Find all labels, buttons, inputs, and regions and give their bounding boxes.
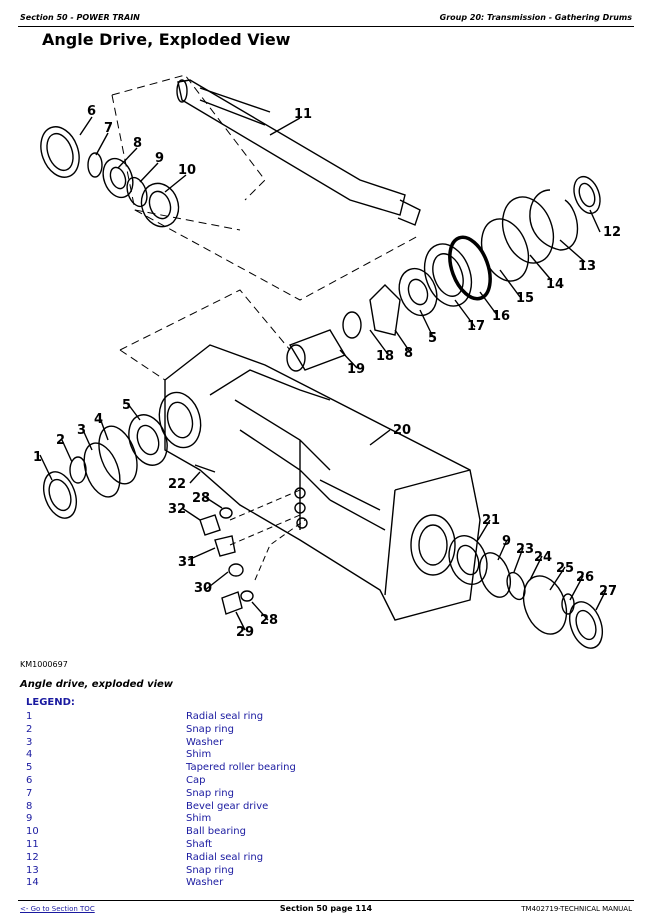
callout-3: 3 bbox=[77, 423, 86, 438]
callout-28b: 28 bbox=[260, 613, 278, 628]
section-toc-link[interactable]: <- Go to Section TOC bbox=[20, 905, 95, 913]
legend-item: 4 Shim bbox=[26, 749, 426, 762]
legend-number: 8 bbox=[26, 800, 33, 812]
legend-number: 11 bbox=[26, 838, 39, 850]
legend-number: 14 bbox=[26, 877, 39, 889]
legend-part-name: Cap bbox=[186, 774, 206, 786]
callout-31: 31 bbox=[178, 555, 196, 570]
callout-8b: 8 bbox=[404, 346, 413, 361]
callout-12: 12 bbox=[603, 225, 621, 240]
callout-6: 6 bbox=[87, 104, 96, 119]
legend-heading: LEGEND: bbox=[26, 697, 75, 708]
legend-number: 6 bbox=[26, 774, 33, 786]
page-title: Angle Drive, Exploded View bbox=[42, 30, 291, 49]
legend-number: 13 bbox=[26, 864, 39, 876]
legend-part-name: Bevel gear drive bbox=[186, 800, 269, 812]
legend-part-name: Tapered roller bearing bbox=[186, 762, 296, 774]
callout-5a: 5 bbox=[428, 331, 437, 346]
callout-labels: 6 7 8 9 10 11 12 13 14 15 16 17 5 8 18 1… bbox=[33, 104, 621, 640]
legend-part-name: Shim bbox=[186, 813, 212, 825]
legend-item: 7 Snap ring bbox=[26, 788, 426, 801]
legend-item: 11 Shaft bbox=[26, 839, 426, 852]
callout-11: 11 bbox=[294, 107, 312, 122]
callout-13: 13 bbox=[578, 259, 596, 274]
callout-32: 32 bbox=[168, 502, 186, 517]
callout-8: 8 bbox=[133, 136, 142, 151]
legend-number: 7 bbox=[26, 787, 33, 799]
callout-26: 26 bbox=[576, 570, 594, 585]
footer-rule bbox=[18, 900, 634, 901]
legend-part-name: Snap ring bbox=[186, 723, 234, 735]
callout-1: 1 bbox=[33, 450, 42, 465]
legend-item: 5 Tapered roller bearing bbox=[26, 762, 426, 775]
group-label: Group 20: Transmission - Gathering Drums bbox=[439, 13, 632, 22]
legend-item: 9 Shim bbox=[26, 813, 426, 826]
legend-number: 2 bbox=[26, 723, 33, 735]
callout-29: 29 bbox=[236, 625, 254, 640]
legend-item: 10 Ball bearing bbox=[26, 826, 426, 839]
legend-part-name: Washer bbox=[186, 877, 224, 889]
callout-9b: 9 bbox=[502, 534, 511, 549]
callout-22: 22 bbox=[168, 477, 186, 492]
figure-id: KM1000697 bbox=[20, 660, 68, 669]
legend-part-name: Washer bbox=[186, 736, 224, 748]
figure-caption: Angle drive, exploded view bbox=[20, 679, 174, 690]
legend-part-name: Radial seal ring bbox=[186, 851, 264, 863]
legend-number: 1 bbox=[26, 711, 33, 722]
callout-16: 16 bbox=[492, 309, 510, 324]
legend-number: 3 bbox=[26, 736, 33, 748]
manual-id: TM402719-TECHNICAL MANUAL bbox=[521, 905, 632, 913]
legend-part-name: Snap ring bbox=[186, 864, 234, 876]
legend-item: 2 Snap ring bbox=[26, 724, 426, 737]
callout-19: 19 bbox=[347, 362, 365, 377]
legend-item: 6 Cap bbox=[26, 775, 426, 788]
legend-item: 12 Radial seal ring bbox=[26, 852, 426, 865]
callout-21: 21 bbox=[482, 513, 500, 528]
legend-item: 3 Washer bbox=[26, 737, 426, 750]
legend-part-name: Ball bearing bbox=[186, 826, 246, 838]
callout-27: 27 bbox=[599, 584, 617, 599]
callout-18: 18 bbox=[376, 349, 394, 364]
callout-23: 23 bbox=[516, 542, 534, 557]
callout-10: 10 bbox=[178, 163, 196, 178]
callout-17: 17 bbox=[467, 319, 485, 334]
legend-number: 4 bbox=[26, 749, 33, 761]
exploded-view-diagram: 6 7 8 9 10 11 12 13 14 15 16 17 5 8 18 1… bbox=[33, 74, 621, 649]
legend-part-name: Shaft bbox=[186, 838, 213, 850]
callout-28: 28 bbox=[192, 491, 210, 506]
callout-30: 30 bbox=[194, 581, 212, 596]
page-header: Section 50 - POWER TRAIN Group 20: Trans… bbox=[18, 0, 634, 28]
header-rule bbox=[18, 26, 634, 27]
legend-item: 13 Snap ring bbox=[26, 865, 426, 878]
section-label: Section 50 - POWER TRAIN bbox=[20, 13, 140, 22]
legend-item: 1 Radial seal ring bbox=[26, 711, 426, 724]
callout-4: 4 bbox=[94, 412, 103, 427]
legend-number: 10 bbox=[26, 826, 39, 838]
legend-part-name: Radial seal ring bbox=[186, 711, 264, 722]
callout-5: 5 bbox=[122, 398, 131, 413]
callout-20: 20 bbox=[393, 423, 411, 438]
callout-15: 15 bbox=[516, 291, 534, 306]
callout-24: 24 bbox=[534, 550, 552, 565]
callout-7: 7 bbox=[104, 121, 113, 136]
legend-number: 12 bbox=[26, 851, 39, 863]
page-number: Section 50 page 114 bbox=[279, 904, 373, 913]
legend-part-name: Shim bbox=[186, 749, 212, 761]
callout-14: 14 bbox=[546, 277, 564, 292]
legend-item: 8 Bevel gear drive bbox=[26, 801, 426, 814]
callout-9: 9 bbox=[155, 151, 164, 166]
legend-number: 9 bbox=[26, 813, 33, 825]
page-footer: <- Go to Section TOC Section 50 page 114… bbox=[18, 900, 634, 922]
callout-25: 25 bbox=[556, 561, 574, 576]
callout-2: 2 bbox=[56, 433, 65, 448]
legend-number: 5 bbox=[26, 762, 33, 774]
legend-part-name: Snap ring bbox=[186, 787, 234, 799]
legend-item: 14 Washer bbox=[26, 877, 426, 890]
